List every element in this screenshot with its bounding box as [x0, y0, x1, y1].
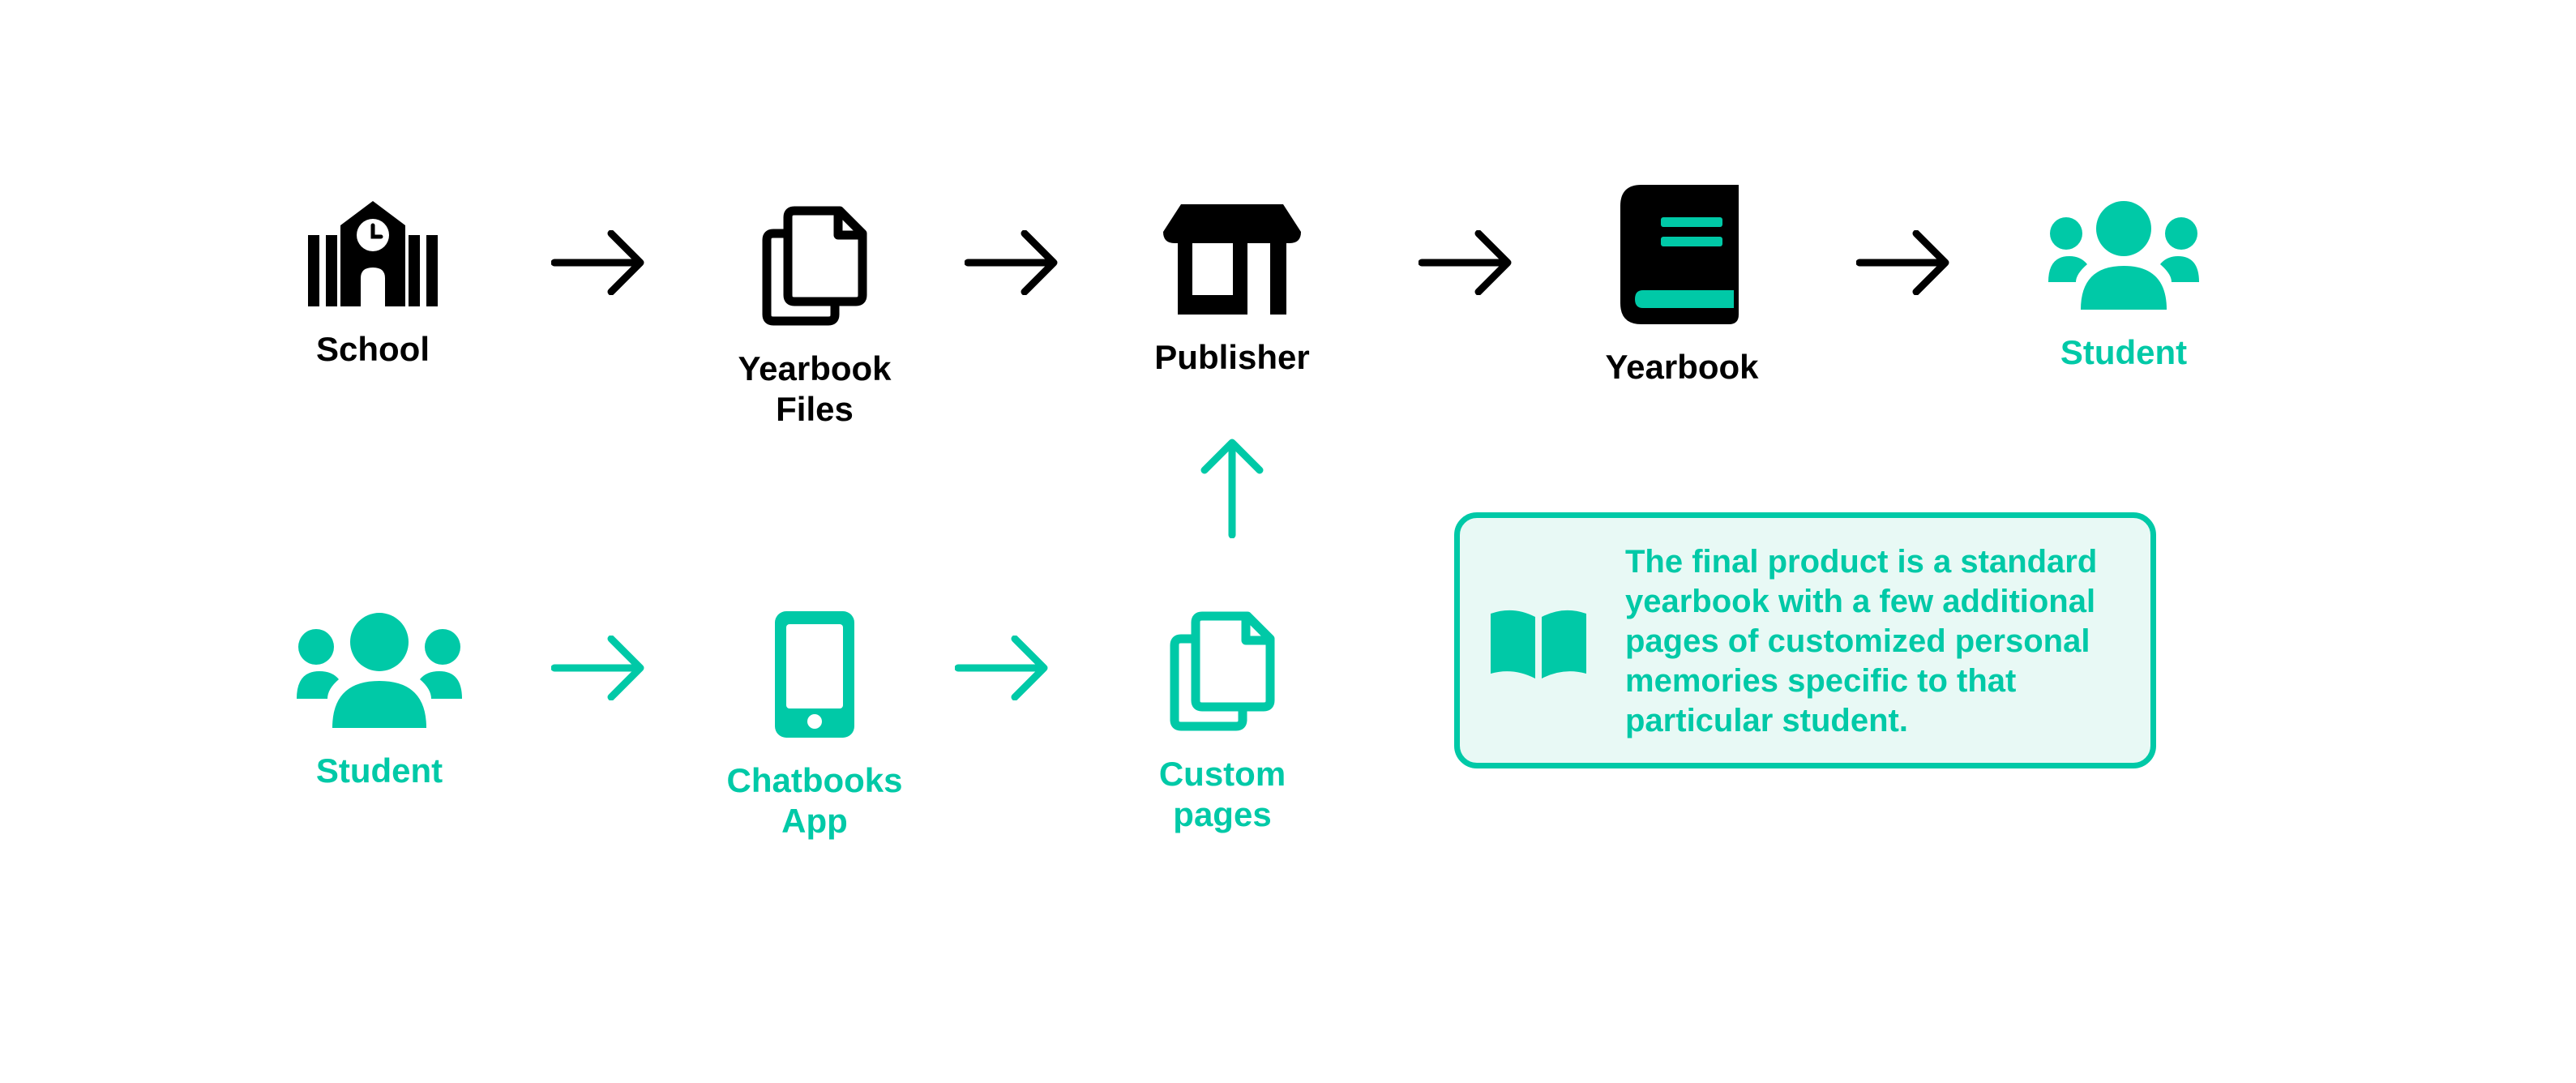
arrow-right-icon [1419, 230, 1512, 295]
book-icon [1620, 185, 1739, 324]
node-yearbook: Yearbook [1560, 185, 1804, 387]
node-chatbooks-app: Chatbooks App [693, 611, 936, 841]
node-publisher: Publisher [1110, 204, 1354, 378]
group-icon [297, 613, 462, 728]
store-icon [1163, 204, 1301, 315]
open-book-icon [1491, 610, 1586, 678]
files-icon [1170, 611, 1275, 731]
school-icon [308, 201, 438, 306]
note-box: The final product is a standard yearbook… [1454, 512, 2156, 768]
node-school: School [251, 201, 494, 370]
note-text: The final product is a standard yearbook… [1625, 544, 2098, 738]
arrow-right-icon [1856, 230, 1949, 295]
arrow-right-icon [551, 230, 644, 295]
node-label: Student [2060, 333, 2188, 371]
node-student-bottom: Student [258, 613, 501, 791]
node-label: Student [315, 751, 443, 790]
node-label: Chatbooks App [726, 761, 903, 840]
node-yearbook-files: Yearbook Files [693, 206, 936, 430]
node-label: Custom pages [1158, 755, 1286, 833]
node-label: Yearbook Files [738, 349, 892, 428]
phone-icon [775, 611, 854, 738]
node-student-top: Student [2002, 201, 2245, 373]
arrow-up-icon [1200, 439, 1264, 538]
group-icon [2048, 201, 2199, 310]
arrow-right-icon [965, 230, 1058, 295]
node-label: Publisher [1154, 338, 1310, 376]
node-label: School [315, 330, 430, 368]
node-label: Yearbook [1605, 348, 1759, 386]
files-icon [762, 206, 867, 326]
node-custom-pages: Custom pages [1101, 611, 1344, 835]
arrow-right-icon [551, 636, 644, 700]
arrow-right-icon [955, 636, 1048, 700]
